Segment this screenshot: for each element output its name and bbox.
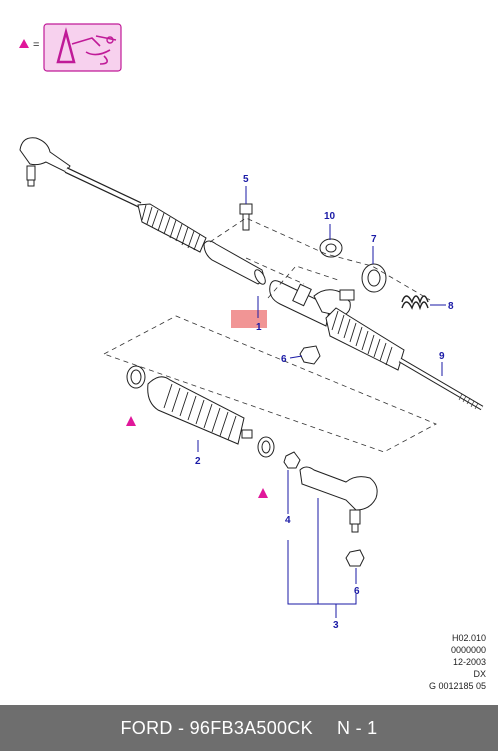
highlight-box <box>231 310 267 328</box>
spring-8 <box>401 295 429 311</box>
part-number: FORD - 96FB3A500CK <box>120 717 313 738</box>
callout-9: 9 <box>439 351 445 362</box>
callouts: 5 10 7 8 9 6 1 2 4 6 3 <box>195 174 454 631</box>
tie-rod-end-left <box>19 137 71 187</box>
callout-2: 2 <box>195 456 201 467</box>
clamp-left <box>126 365 146 389</box>
callout-3: 3 <box>333 620 339 631</box>
drawing-info: H02.010 0000000 12-2003 DX G 0012185 05 <box>429 632 486 692</box>
callout-1: 1 <box>256 322 262 333</box>
callout-5: 5 <box>243 174 249 185</box>
callout-6-upper: 6 <box>281 354 287 365</box>
drawing-code: H02.010 <box>451 633 486 643</box>
drawing-date: 12-2003 <box>452 657 486 667</box>
nut-6-upper <box>299 345 321 365</box>
bolt-5 <box>239 203 253 231</box>
cover-7 <box>361 263 387 293</box>
tie-rod-end-3 <box>299 466 378 533</box>
assembly-tools-icon <box>43 23 122 72</box>
rack-housing-left <box>203 240 266 285</box>
steering-rack-diagram: = <box>19 23 484 631</box>
marker-triangle-icon <box>258 488 268 498</box>
bearing-10 <box>319 238 343 258</box>
callout-7: 7 <box>371 234 377 245</box>
drawing-reference: G 0012185 05 <box>428 681 486 691</box>
leader-lines <box>197 186 446 618</box>
legend: = <box>19 23 122 72</box>
boot-2 <box>147 376 253 445</box>
legend-equals: = <box>33 39 39 51</box>
nut-6-lower <box>345 549 365 567</box>
assembly-outline <box>103 217 437 453</box>
boot-left-upper <box>137 203 207 253</box>
marker-triangle-icon <box>126 416 136 426</box>
boot-right <box>325 307 405 371</box>
page-indicator: N - 1 <box>336 717 378 738</box>
footer-bar: FORD - 96FB3A500CK N - 1 <box>0 705 498 751</box>
callout-4: 4 <box>285 515 291 526</box>
drawing-variant: DX <box>473 669 486 679</box>
nut-4 <box>283 451 301 469</box>
callout-6-lower: 6 <box>354 586 360 597</box>
drawing-number: 0000000 <box>450 645 486 655</box>
callout-8: 8 <box>448 301 454 312</box>
callout-10: 10 <box>324 211 336 222</box>
clamp-right <box>257 436 275 458</box>
marker-triangle-icon <box>19 39 29 48</box>
